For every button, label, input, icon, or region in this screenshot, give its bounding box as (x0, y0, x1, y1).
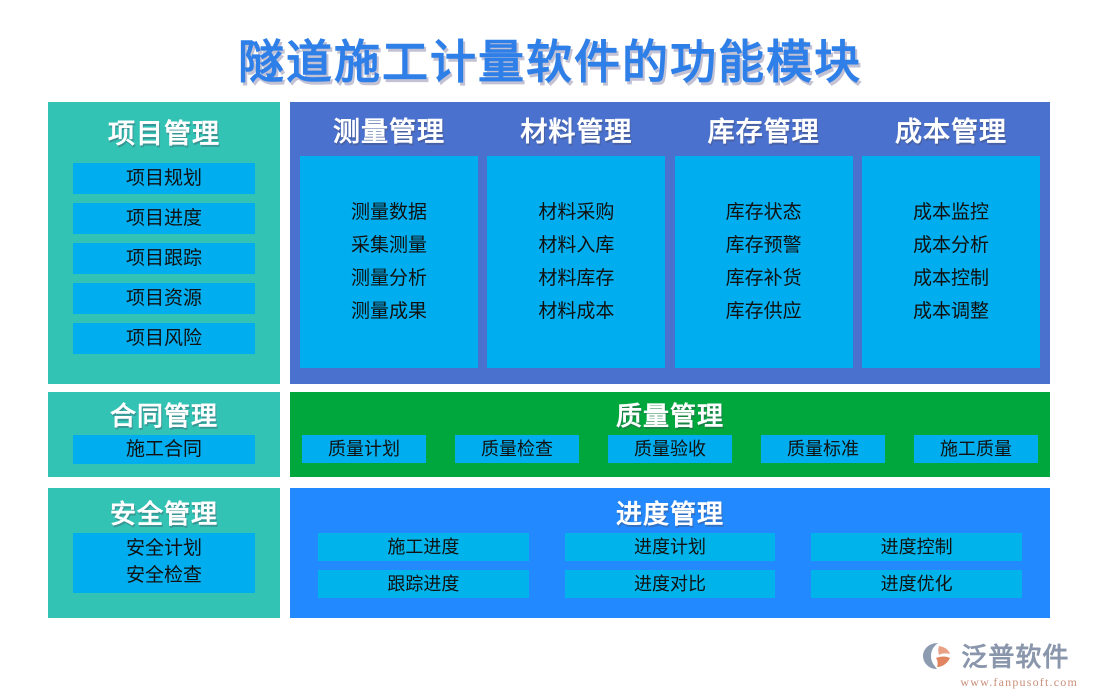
chip-project-item[interactable]: 项目风险 (73, 323, 255, 354)
panel-progress-heading: 进度管理 (615, 500, 724, 529)
chip-progress-item[interactable]: 进度优化 (811, 570, 1022, 598)
quality-item-list: 质量计划 质量检查 质量验收 质量标准 施工质量 (290, 433, 1050, 463)
panel-measurement-heading: 测量管理 (333, 117, 445, 147)
chip-progress-item[interactable]: 进度对比 (564, 570, 776, 598)
chip-progress-item[interactable]: 施工进度 (318, 533, 529, 561)
panel-material-management: 材料管理 材料采购 材料入库 材料库存 材料成本 (487, 110, 666, 384)
ops-item-cost[interactable]: 成本分析 (912, 235, 989, 256)
ops-item-material[interactable]: 材料入库 (538, 235, 615, 256)
ops-item-inventory[interactable]: 库存状态 (725, 202, 802, 223)
panel-project-item-list: 项目规划 项目进度 项目跟踪 项目资源 项目风险 (48, 163, 280, 354)
brand-logo: 泛普软件 www.fanpusoft.com (922, 637, 1078, 690)
ops-item-inventory[interactable]: 库存补货 (725, 268, 802, 289)
panel-safety-management: 安全管理 安全计划 安全检查 (48, 488, 280, 618)
chip-quality-item[interactable]: 质量标准 (761, 435, 885, 463)
chip-safety-item[interactable]: 安全计划 (125, 538, 202, 559)
chip-quality-item[interactable]: 质量验收 (608, 435, 732, 463)
panel-project-management: 项目管理 项目规划 项目进度 项目跟踪 项目资源 项目风险 (48, 102, 280, 384)
ops-item-material[interactable]: 材料成本 (538, 301, 615, 322)
material-item-box: 材料采购 材料入库 材料库存 材料成本 (487, 156, 666, 368)
cost-item-box: 成本监控 成本分析 成本控制 成本调整 (861, 156, 1040, 368)
panel-project-heading: 项目管理 (108, 119, 220, 149)
measurement-item-box: 测量数据 采集测量 测量分析 测量成果 (300, 156, 478, 368)
chip-project-item[interactable]: 项目进度 (73, 203, 255, 234)
chip-progress-item[interactable]: 跟踪进度 (318, 570, 529, 598)
panel-safety-heading: 安全管理 (109, 500, 218, 529)
chip-project-item[interactable]: 项目资源 (73, 283, 255, 314)
chip-progress-item[interactable]: 进度控制 (811, 533, 1022, 561)
brand-logo-row: 泛普软件 (922, 637, 1069, 674)
panel-material-heading: 材料管理 (520, 117, 633, 147)
panel-inventory-management: 库存管理 库存状态 库存预警 库存补货 库存供应 (674, 110, 853, 384)
ops-item-cost[interactable]: 成本控制 (912, 268, 989, 289)
ops-item-material[interactable]: 材料库存 (538, 268, 615, 289)
panel-inventory-heading: 库存管理 (707, 117, 820, 147)
chip-contract-item[interactable]: 施工合同 (73, 435, 255, 464)
panel-cost-management: 成本管理 成本监控 成本分析 成本控制 成本调整 (861, 110, 1040, 384)
ops-item-measurement[interactable]: 测量数据 (350, 202, 427, 223)
panel-quality-management: 质量管理 质量计划 质量检查 质量验收 质量标准 施工质量 (290, 392, 1050, 477)
chip-project-item[interactable]: 项目规划 (73, 163, 255, 194)
ops-item-cost[interactable]: 成本监控 (912, 202, 989, 223)
ops-item-inventory[interactable]: 库存供应 (725, 301, 802, 322)
brand-logo-text: 泛普软件 (961, 643, 1070, 672)
panel-progress-management: 进度管理 施工进度 进度计划 进度控制 跟踪进度 进度对比 进度优化 (290, 488, 1050, 618)
chip-progress-item[interactable]: 进度计划 (564, 533, 776, 561)
chip-quality-item[interactable]: 质量检查 (455, 435, 579, 463)
chip-safety-group[interactable]: 安全计划 安全检查 (73, 533, 255, 593)
ops-item-inventory[interactable]: 库存预警 (725, 235, 802, 256)
chip-project-item[interactable]: 项目跟踪 (73, 243, 255, 274)
panel-measurement-management: 测量管理 测量数据 采集测量 测量分析 测量成果 (300, 110, 478, 384)
panel-cost-heading: 成本管理 (894, 117, 1007, 147)
ops-item-material[interactable]: 材料采购 (538, 202, 615, 223)
panel-quality-heading: 质量管理 (615, 402, 724, 431)
operations-columns: 测量管理 测量数据 采集测量 测量分析 测量成果 材料管理 材料采购 材料入库 … (290, 102, 1050, 384)
chip-quality-item[interactable]: 施工质量 (914, 435, 1038, 463)
ops-item-measurement[interactable]: 采集测量 (350, 235, 427, 256)
ops-item-measurement[interactable]: 测量成果 (350, 301, 427, 322)
progress-item-grid: 施工进度 进度计划 进度控制 跟踪进度 进度对比 进度优化 (290, 531, 1050, 598)
brand-logo-url: www.fanpusoft.com (960, 675, 1078, 689)
chip-safety-item[interactable]: 安全检查 (125, 565, 202, 586)
fanpu-swoosh-logo-icon (923, 642, 951, 669)
chip-quality-item[interactable]: 质量计划 (302, 435, 426, 463)
page-title: 隧道施工计量软件的功能模块 (238, 37, 862, 88)
ops-item-cost[interactable]: 成本调整 (912, 301, 989, 322)
panel-operations-group: 测量管理 测量数据 采集测量 测量分析 测量成果 材料管理 材料采购 材料入库 … (290, 102, 1050, 384)
panel-contract-heading: 合同管理 (109, 402, 218, 431)
inventory-item-box: 库存状态 库存预警 库存补货 库存供应 (674, 156, 853, 368)
panel-contract-management: 合同管理 施工合同 (48, 392, 280, 477)
ops-item-measurement[interactable]: 测量分析 (350, 268, 427, 289)
